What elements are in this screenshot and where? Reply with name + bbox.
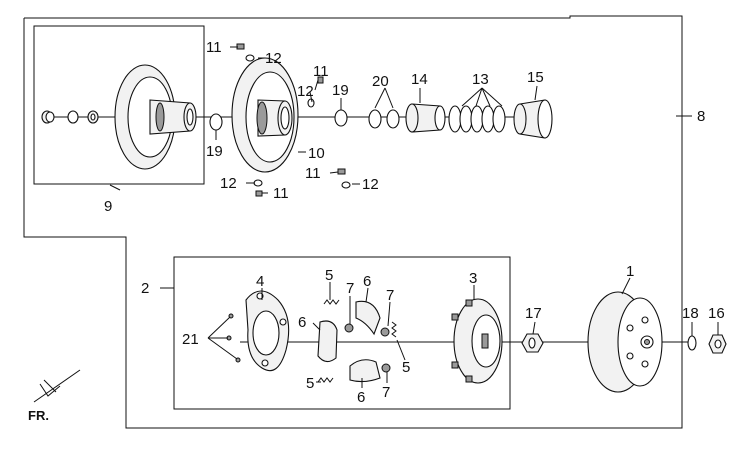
callout-14: 14 <box>411 71 428 88</box>
callout-6-bottom: 6 <box>357 389 365 406</box>
callout-5-right: 5 <box>402 359 410 376</box>
assembly-9-box <box>33 25 205 185</box>
callout-6-left: 6 <box>298 314 306 331</box>
ring-19-left <box>209 113 223 131</box>
shoe-6-bottom <box>349 359 381 383</box>
callout-8: 8 <box>697 108 705 125</box>
callout-17: 17 <box>525 305 542 322</box>
callout-19-a: 19 <box>206 143 223 160</box>
ring-19-right <box>334 109 348 127</box>
shoe-6-top <box>355 300 381 336</box>
plate-4 <box>245 290 290 372</box>
collar-14 <box>405 103 446 133</box>
nut-16 <box>708 334 727 354</box>
callout-11-a: 11 <box>206 39 222 56</box>
callout-1: 1 <box>626 263 634 280</box>
callout-2: 2 <box>141 280 149 297</box>
assembly-8-outline <box>23 15 683 429</box>
spring-5-top <box>323 299 340 305</box>
damper-7-c <box>381 363 391 373</box>
screws-11-12 <box>236 43 351 197</box>
spring-5-bottom <box>317 377 334 383</box>
front-direction-arrow <box>33 369 81 403</box>
nut-17 <box>521 333 544 353</box>
callout-12-b: 12 <box>297 83 314 100</box>
movable-drive-face <box>41 64 197 170</box>
damper-7-b <box>380 327 390 337</box>
cap-15 <box>513 99 553 139</box>
callout-10: 10 <box>308 145 325 162</box>
callout-5-top: 5 <box>325 267 333 284</box>
spring-13 <box>448 105 506 133</box>
callout-19-b: 19 <box>332 82 349 99</box>
callout-6-top: 6 <box>363 273 371 290</box>
callout-12-d: 12 <box>362 176 379 193</box>
callout-18: 18 <box>682 305 699 322</box>
callout-15: 15 <box>527 69 544 86</box>
spring-5-right <box>391 321 397 338</box>
washer-18 <box>687 335 697 351</box>
leader-lines <box>109 46 719 388</box>
callout-12-c: 12 <box>220 175 237 192</box>
callout-7-left: 7 <box>346 280 354 297</box>
washer-20-a <box>368 109 382 129</box>
fixed-drive-face <box>231 57 299 173</box>
washer-20-b <box>386 109 400 129</box>
assembly-2-box <box>173 256 511 410</box>
callout-20: 20 <box>372 73 389 90</box>
callout-13: 13 <box>472 71 489 88</box>
drive-plate-3 <box>451 298 503 384</box>
shoe-6-left <box>317 320 338 363</box>
callout-12-a: 12 <box>265 50 282 67</box>
front-direction-label: FR. <box>28 408 49 423</box>
callout-11-d: 11 <box>273 185 289 202</box>
callout-7-bottom: 7 <box>382 384 390 401</box>
clutch-outer-1 <box>587 291 663 393</box>
callout-4: 4 <box>256 273 264 290</box>
callout-3: 3 <box>469 270 477 287</box>
callout-16: 16 <box>708 305 725 322</box>
callout-7-right: 7 <box>386 287 394 304</box>
callout-9: 9 <box>104 198 112 215</box>
callout-11-c: 11 <box>305 165 321 182</box>
callout-21: 21 <box>182 331 199 348</box>
callout-11-b: 11 <box>313 63 329 80</box>
callout-5-bottom: 5 <box>306 375 314 392</box>
damper-7-a <box>344 323 354 333</box>
